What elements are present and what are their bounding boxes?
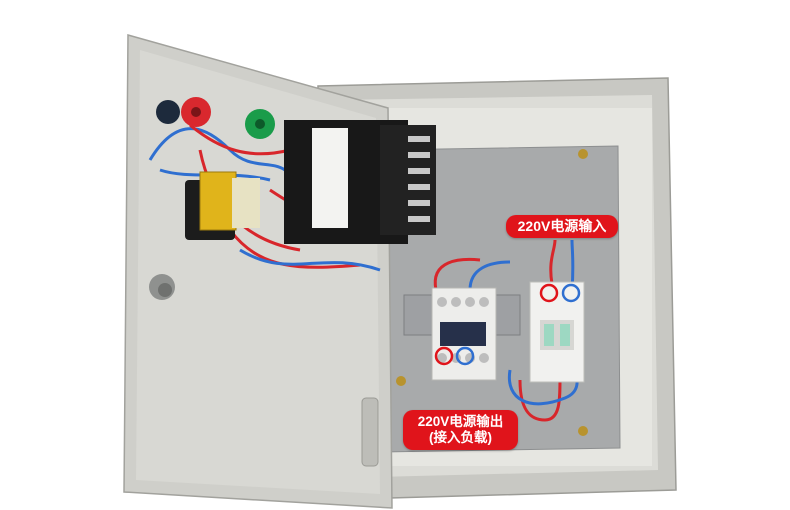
- input-callout-text: 220V电源输入: [517, 218, 607, 234]
- mounting-screw: [578, 426, 588, 436]
- output-callout-line2: (接入负载): [429, 430, 492, 445]
- output-callout-line1: 220V电源输出: [417, 414, 504, 429]
- controller-module: [284, 120, 436, 244]
- mounting-screw: [396, 376, 406, 386]
- terminal-highlights: [434, 283, 581, 366]
- output-callout-label: 220V电源输出 (接入负载): [403, 410, 518, 450]
- mounting-screw: [578, 149, 588, 159]
- indicator-lights: [156, 97, 275, 139]
- input-callout-label: 220V电源输入: [506, 215, 618, 238]
- control-switch: [185, 171, 260, 240]
